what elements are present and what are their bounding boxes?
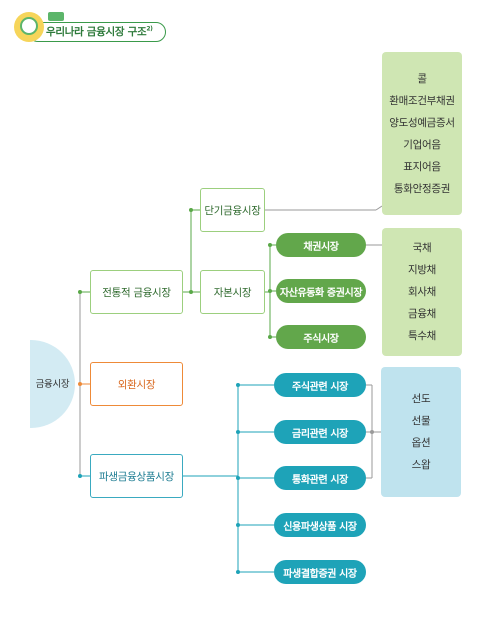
derivative-market-pill: 파생결합증권 시장: [274, 560, 366, 584]
bond-types-panel: 국채 지방채 회사채 금융채 특수채: [382, 228, 462, 356]
panel-item: 회사채: [407, 286, 437, 298]
panel-item: 표지어음: [403, 160, 441, 173]
panel-item: 선물: [411, 415, 431, 427]
shortterm-panel-tick: [375, 205, 383, 211]
panel-item: 국채: [412, 242, 432, 254]
dot: [370, 430, 374, 434]
traditional-market-box: 전통적 금융시장: [90, 270, 183, 314]
panel-item: 콜: [417, 72, 427, 85]
capital-market-box: 자본시장: [200, 270, 265, 314]
panel-item: 특수채: [407, 330, 437, 342]
panel-item: 선도: [411, 393, 431, 405]
header-footnote: 2): [146, 25, 153, 33]
dot: [268, 289, 272, 293]
dot: [236, 570, 240, 574]
panel-item: 통화안정증권: [393, 182, 451, 195]
header-title: 우리나라 금융시장 구조2): [46, 24, 153, 39]
dot: [78, 382, 82, 386]
derivative-market-pill: 통화관련 시장: [274, 466, 366, 490]
dot: [189, 290, 193, 294]
root-label: 금융시장: [35, 379, 70, 390]
derivatives-market-box: 파생금융상품시장: [90, 454, 183, 498]
panel-item: 기업어음: [403, 138, 441, 151]
panel-item: 금융채: [407, 308, 437, 320]
magnifier-lens-icon: [20, 17, 38, 35]
header-title-text: 우리나라 금융시장 구조: [46, 26, 147, 38]
stock-market-pill: 주식시장: [276, 325, 366, 349]
derivative-market-pill: 금리관련 시장: [274, 420, 366, 444]
shortterm-market-box: 단기금융시장: [200, 188, 265, 232]
dot: [268, 335, 272, 339]
derivative-market-pill: 신용파생상품 시장: [274, 513, 366, 537]
panel-item: 양도성예금증서: [389, 116, 455, 129]
dot: [268, 243, 272, 247]
derivative-market-pill: 주식관련 시장: [274, 373, 366, 397]
bond-market-pill: 채권시장: [276, 233, 366, 257]
panel-item: 옵션: [411, 437, 431, 449]
panel-item: 환매조건부채권: [389, 94, 455, 107]
header-badge: [48, 12, 64, 21]
dot: [189, 208, 193, 212]
dot: [236, 523, 240, 527]
dot: [236, 383, 240, 387]
shortterm-instruments-panel: 콜 환매조건부채권 양도성예금증서 기업어음 표지어음 통화안정증권: [382, 52, 462, 215]
derivative-types-panel: 선도 선물 옵션 스왑: [381, 367, 461, 497]
forex-market-box: 외환시장: [90, 362, 183, 406]
dot: [236, 476, 240, 480]
panel-item: 스왑: [411, 459, 431, 471]
dot: [78, 290, 82, 294]
panel-item: 지방채: [407, 264, 437, 276]
dot: [236, 430, 240, 434]
abs-market-pill: 자산유동화 증권시장: [276, 279, 366, 303]
dot: [78, 474, 82, 478]
